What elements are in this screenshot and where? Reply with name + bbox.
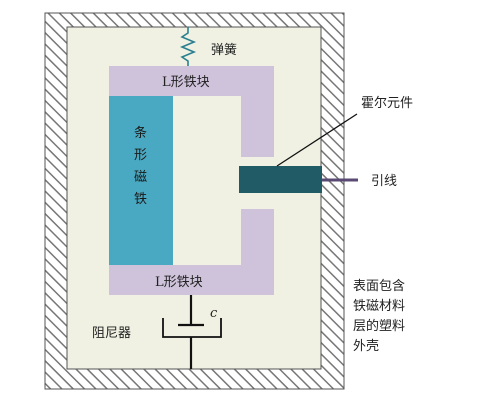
magnet-char-3: 磁 (134, 170, 147, 185)
magnet-char-4: 铁 (134, 192, 147, 207)
l-iron-bottom: L形铁块 (109, 209, 274, 295)
l-iron-bottom-label: L形铁块 (155, 275, 203, 290)
hall-element-body (239, 166, 322, 193)
hall-element: 霍尔元件 (239, 96, 413, 193)
hall-label: 霍尔元件 (361, 96, 413, 111)
spring-label: 弹簧 (211, 42, 237, 58)
spring-coil (179, 27, 197, 66)
l-iron-top-bar (109, 66, 274, 96)
shell-desc-line-4: 外壳 (353, 339, 379, 354)
spring: 弹簧 (179, 27, 237, 66)
l-iron-top: L形铁块 (109, 66, 274, 157)
hall-leader-line (276, 113, 358, 167)
shell-desc-line-3: 层的塑料 (353, 318, 405, 334)
damper-label: 阻尼器 (92, 326, 131, 341)
l-iron-top-label: L形铁块 (162, 75, 210, 90)
damper: c 阻尼器 (92, 295, 222, 369)
bar-magnet-body (109, 96, 173, 265)
damper-symbol-c: c (210, 306, 218, 321)
shell-description: 表面包含 铁磁材料 层的塑料 外壳 (353, 278, 405, 354)
lead-wire: 引线 (322, 174, 397, 189)
magnet-char-2: 形 (134, 148, 147, 163)
lead-label: 引线 (371, 174, 397, 189)
l-iron-bottom-bar (109, 265, 274, 295)
bar-magnet: 条 形 磁 铁 (109, 96, 173, 265)
l-iron-bottom-leg (241, 209, 274, 265)
magnet-char-1: 条 (134, 125, 147, 141)
shell-desc-line-2: 铁磁材料 (353, 299, 405, 314)
l-iron-top-leg (241, 96, 274, 157)
shell-desc-line-1: 表面包含 (353, 278, 405, 294)
